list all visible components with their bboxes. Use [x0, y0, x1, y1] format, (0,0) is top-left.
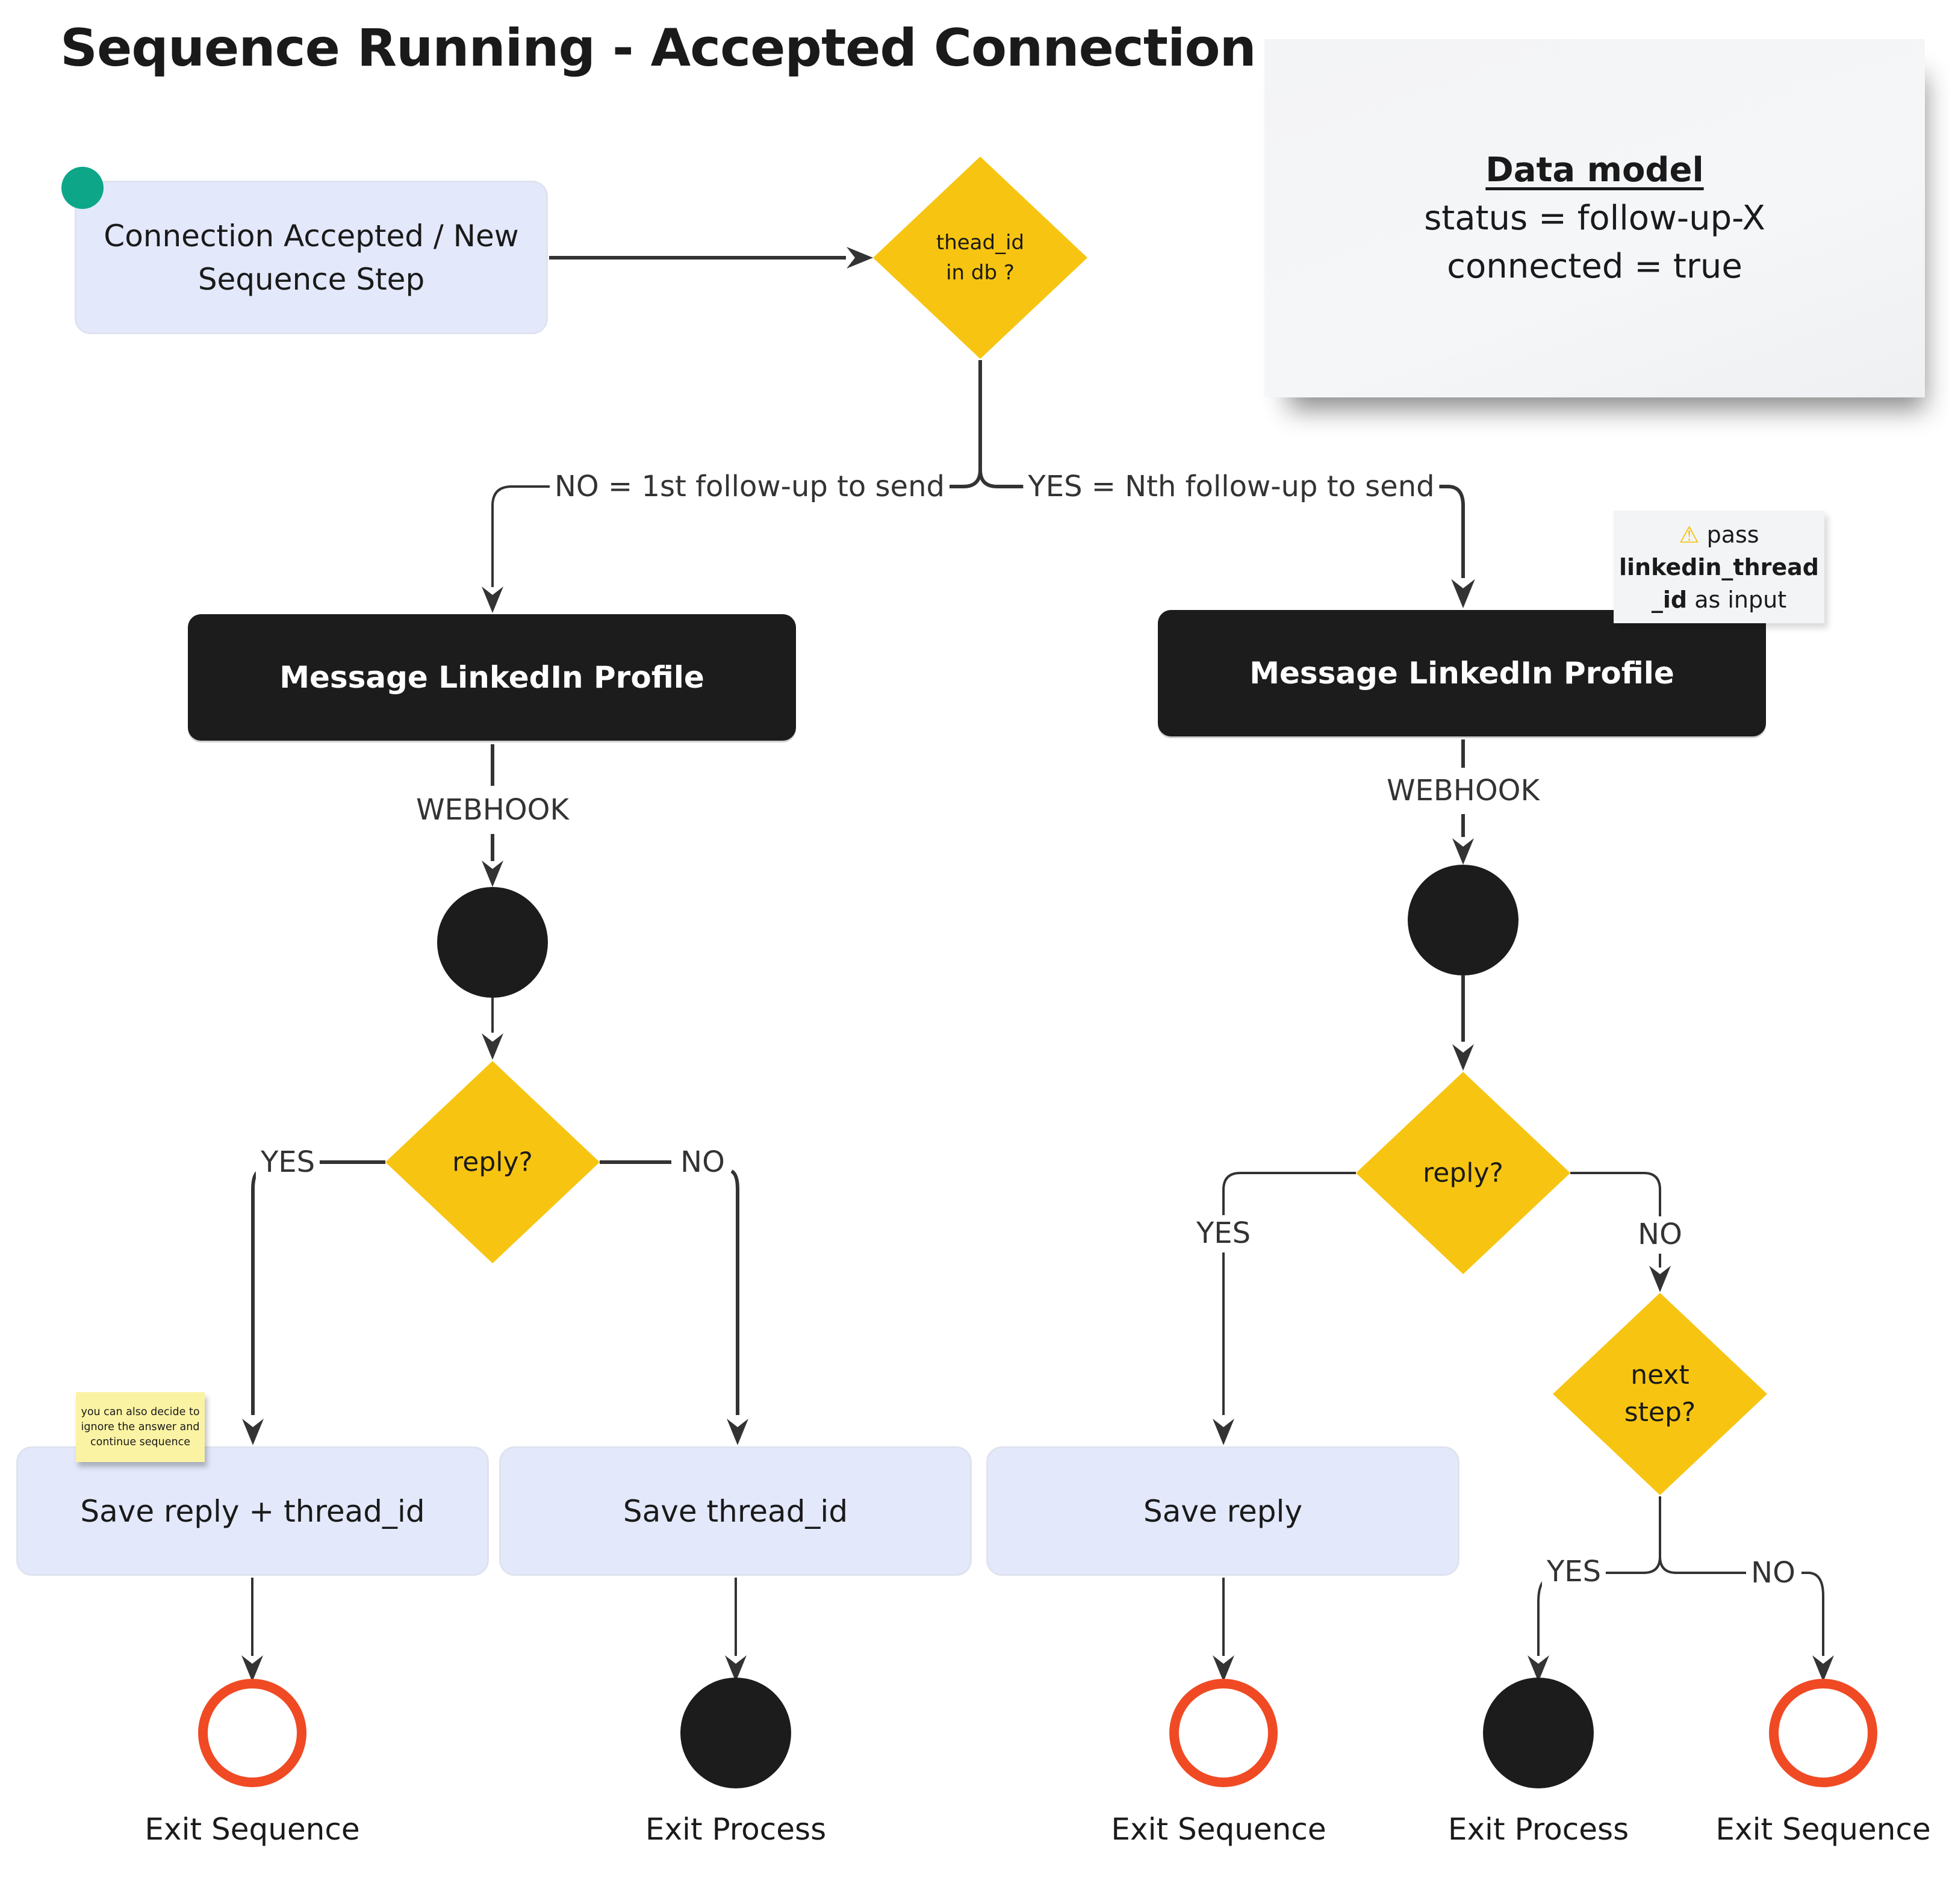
start-node-line2: Sequence Step [197, 261, 425, 297]
exit-label-2: Exit Process [645, 1812, 827, 1847]
exit-label-1: Exit Sequence [145, 1812, 360, 1847]
arrow-box3-exit [1213, 1655, 1234, 1682]
exit-sequence-icon-1 [198, 1679, 306, 1787]
webhook-label-right: WEBHOOK [1382, 773, 1544, 809]
arrow-next-yes [1528, 1655, 1549, 1682]
webhook-event-circle-right [1408, 865, 1518, 975]
message-linkedin-profile-right[interactable]: Message LinkedIn Profile [1158, 610, 1766, 736]
arrow-right-to-reply [1452, 1044, 1474, 1071]
data-model-heading: Data model [1485, 150, 1704, 190]
warning-icon: ⚠ [1679, 521, 1700, 548]
message-linkedin-profile-left[interactable]: Message LinkedIn Profile [188, 614, 796, 741]
decision-thread-line2: in db ? [946, 261, 1015, 285]
arrow-right-to-circle [1452, 838, 1474, 865]
arrow-no-to-left [482, 586, 503, 613]
start-node[interactable]: Connection Accepted / New Sequence Step [75, 181, 548, 334]
branch-label-no: NO = 1st follow-up to send [550, 468, 950, 505]
next-step-line1: next [1630, 1360, 1689, 1390]
exit-label-5: Exit Sequence [1715, 1812, 1931, 1847]
data-model-connected: connected = true [1447, 246, 1742, 286]
note-word-pass: pass [1706, 521, 1759, 548]
left-no-label: NO [676, 1144, 730, 1180]
next-no-label: NO [1746, 1555, 1800, 1591]
next-step-line2: step? [1624, 1397, 1696, 1428]
connector-decision-yes-stub [978, 469, 1036, 488]
note-bold-id: _id [1651, 586, 1688, 613]
connector-left-no-down [730, 1169, 739, 1415]
connector-no-to-left [491, 485, 563, 587]
save-reply-thread-id-box[interactable]: Save reply + thread_id [16, 1446, 489, 1576]
decision-reply-right: reply? [1423, 1157, 1503, 1189]
exit-sequence-icon-3 [1769, 1679, 1877, 1787]
arrow-right-yes [1213, 1419, 1234, 1445]
page-title: Sequence Running - Accepted Connection [60, 18, 1257, 78]
sticky-note: you can also decide to ignore the answer… [76, 1392, 205, 1462]
connector-next-no-stub [1659, 1556, 1746, 1574]
exit-process-icon-1 [680, 1678, 791, 1788]
note-as-input: as input [1694, 586, 1787, 613]
start-dot-icon [61, 167, 104, 209]
arrow-start-to-decision [847, 247, 873, 269]
arrow-box1-exit [241, 1655, 263, 1682]
thread-id-note: ⚠ pass linkedin_thread _id as input [1614, 511, 1824, 623]
webhook-event-circle-left [437, 887, 548, 998]
decision-diamond-thread[interactable] [873, 157, 1087, 359]
exit-sequence-icon-2 [1169, 1679, 1278, 1787]
left-yes-label: YES [255, 1144, 320, 1180]
exit-label-4: Exit Process [1447, 1812, 1629, 1847]
note-line1: ⚠ pass [1679, 518, 1759, 551]
decision-diamond-reply-right[interactable] [1356, 1072, 1570, 1274]
right-yes-label: YES [1191, 1215, 1256, 1251]
arrow-left-to-circle [482, 860, 503, 887]
decision-diamond-next-step[interactable] [1553, 1293, 1767, 1495]
data-model-card: Data model status = follow-up-X connecte… [1264, 39, 1925, 397]
arrow-box2-exit [725, 1655, 747, 1682]
data-model-status: status = follow-up-X [1424, 198, 1765, 238]
connector-next-yes-down [1537, 1578, 1547, 1656]
branch-label-yes: YES = Nth follow-up to send [1023, 468, 1440, 505]
connector-left-yes-down [251, 1169, 260, 1415]
start-node-line1: Connection Accepted / New [104, 218, 519, 254]
decision-thread-in-db: thead_id in db ? [936, 228, 1024, 288]
connector-right-no-top [1570, 1172, 1661, 1216]
note-bold-linkedin-thread: linkedin_thread [1619, 553, 1819, 580]
decision-next-step: next step? [1624, 1357, 1696, 1431]
connector-next-no-down [1801, 1572, 1824, 1656]
arrow-right-no [1649, 1266, 1671, 1292]
save-thread-id-box[interactable]: Save thread_id [499, 1446, 972, 1576]
connector-decision-down [945, 360, 982, 488]
connector-next-yes [1603, 1496, 1661, 1574]
decision-thread-line1: thead_id [936, 231, 1025, 255]
exit-label-3: Exit Sequence [1111, 1812, 1326, 1847]
arrow-yes-to-right [1451, 579, 1475, 608]
webhook-label-left: WEBHOOK [411, 792, 574, 828]
decision-reply-left: reply? [452, 1146, 533, 1178]
exit-process-icon-2 [1483, 1678, 1594, 1788]
arrow-left-yes [242, 1419, 264, 1445]
connector-yes-to-right [1433, 485, 1465, 578]
next-yes-label: YES [1541, 1554, 1606, 1590]
arrow-next-no [1812, 1655, 1834, 1682]
right-no-label: NO [1633, 1216, 1687, 1252]
note-line3: _id as input [1652, 583, 1786, 616]
connector-right-yes-top [1222, 1172, 1356, 1215]
save-reply-box[interactable]: Save reply [986, 1446, 1459, 1576]
arrow-left-to-reply [482, 1033, 503, 1060]
arrow-left-no [727, 1419, 748, 1445]
decision-diamond-reply-left[interactable] [385, 1061, 600, 1263]
